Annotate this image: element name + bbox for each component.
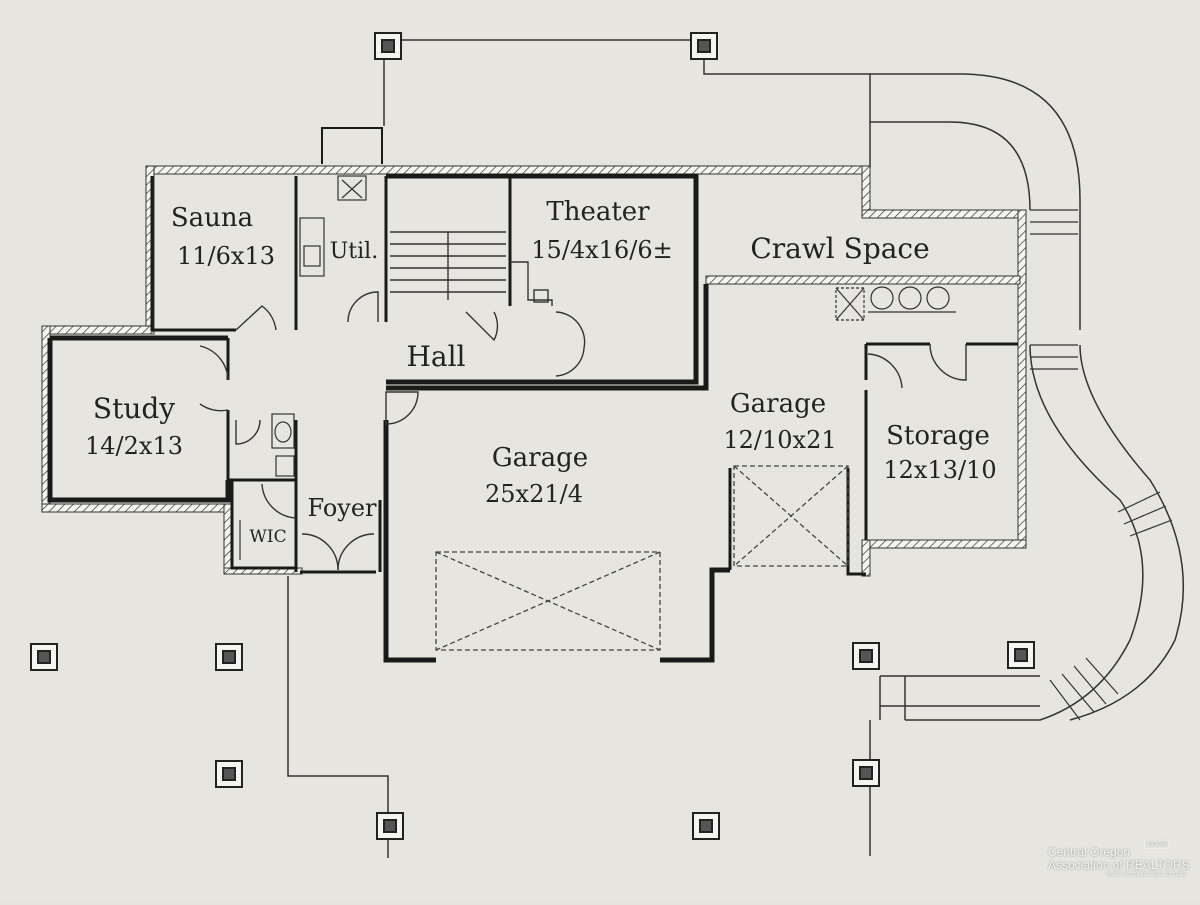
watermark-line2: Association of REALTORS [1048, 858, 1190, 872]
study-name: Study [93, 392, 175, 425]
study-size: 14/2x13 [85, 432, 183, 460]
foyer-name: Foyer [307, 494, 377, 522]
column-post [30, 643, 58, 671]
util-name: Util. [330, 239, 378, 264]
theater-size: 15/4x16/6± [531, 236, 672, 264]
column-post [215, 643, 243, 671]
site-lines [287, 39, 1185, 858]
interior-stairs [390, 231, 553, 306]
wic-name: WIC [249, 527, 286, 547]
crawl-space-name: Crawl Space [750, 232, 929, 265]
column-post [1007, 641, 1035, 669]
column-post [852, 642, 880, 670]
column-post [852, 759, 880, 787]
column-post [376, 812, 404, 840]
garage-doors [435, 465, 849, 651]
column-posts [30, 32, 1035, 840]
column-post [374, 32, 402, 60]
exterior-steps [1030, 209, 1173, 721]
garage-main-size: 25x21/4 [485, 480, 583, 508]
fixtures [239, 175, 956, 560]
exterior-walls [41, 165, 1027, 577]
coar-badge: COAR [1144, 840, 1171, 849]
column-post [692, 812, 720, 840]
sauna-size: 11/6x13 [177, 242, 275, 270]
watermark-line1: Central Oregon [1048, 845, 1131, 859]
hall-name: Hall [406, 340, 465, 373]
interior-walls [47, 127, 1018, 663]
garage-side-size: 12/10x21 [723, 426, 836, 454]
storage-size: 12x13/10 [883, 456, 996, 484]
garage-main-name: Garage [492, 443, 588, 473]
theater-name: Theater [546, 197, 650, 227]
column-post [215, 760, 243, 788]
room-labels: Sauna 11/6x13 Util. Theater 15/4x16/6± C… [85, 197, 997, 547]
watermark-tagline: YOUR VOICE IN REAL ESTATE [1106, 872, 1186, 878]
door-swings [199, 291, 967, 571]
column-post [690, 32, 718, 60]
sauna-name: Sauna [171, 203, 253, 233]
garage-side-name: Garage [730, 389, 826, 419]
storage-name: Storage [886, 421, 990, 451]
coar-watermark: COAR Central Oregon Association of REALT… [1048, 840, 1198, 879]
